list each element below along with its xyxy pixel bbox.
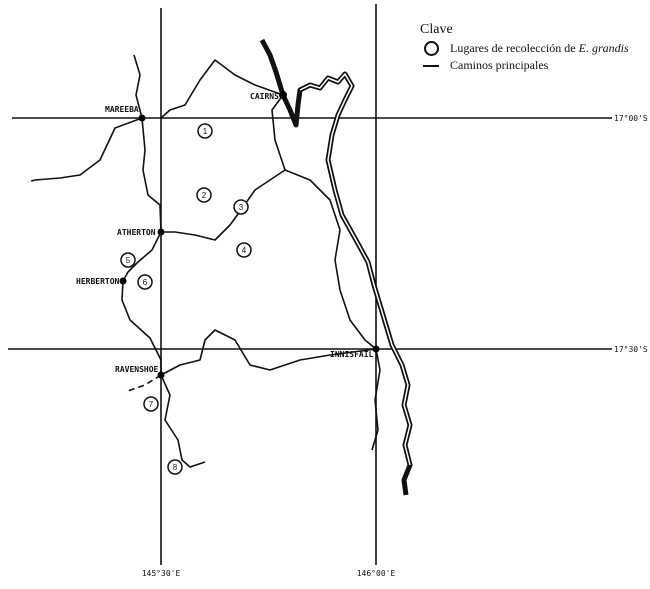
svg-text:RAVENSHOE: RAVENSHOE: [115, 365, 159, 374]
site-label: 7: [149, 400, 154, 409]
svg-text:ATHERTON: ATHERTON: [117, 228, 156, 237]
latitude-label: 17°00'S: [614, 114, 648, 123]
town-mareeba: MAREEBA: [105, 105, 146, 122]
town-atherton: ATHERTON: [117, 228, 165, 237]
legend-item-sites: Lugares de recolección de E. grandis: [420, 40, 629, 57]
longitude-label: 145°30'E: [142, 569, 181, 578]
svg-text:HERBERTON: HERBERTON: [76, 277, 120, 286]
site-label: 8: [173, 463, 178, 472]
town-ravenshoe: RAVENSHOE: [115, 365, 165, 379]
coastline: [259, 38, 413, 496]
site-marker: [167, 459, 183, 475]
collection-sites: [120, 123, 252, 475]
site-marker: [233, 199, 249, 215]
site-label: 4: [242, 246, 247, 255]
legend-item-roads: Caminos principales: [420, 57, 629, 74]
town-herberton: HERBERTON: [76, 277, 127, 286]
site-label: 3: [239, 203, 244, 212]
latitude-label: 17°30'S: [614, 345, 648, 354]
town-cairns: CAIRNS: [250, 91, 287, 101]
site-marker: [137, 274, 153, 290]
circle-icon: [423, 41, 439, 56]
site-marker: [236, 242, 252, 258]
svg-text:MAREEBA: MAREEBA: [105, 105, 139, 114]
line-icon: [423, 64, 439, 67]
site-marker: [196, 187, 212, 203]
site-label: 1: [203, 127, 208, 136]
legend: Clave Lugares de recolección de E. grand…: [420, 22, 629, 74]
site-label: 5: [126, 256, 131, 265]
site-marker: [197, 123, 213, 139]
site-marker: [120, 252, 136, 268]
roads: [27, 54, 381, 468]
site-label: 2: [202, 191, 207, 200]
longitude-label: 146°00'E: [357, 569, 396, 578]
site-label: 6: [143, 278, 148, 287]
legend-title: Clave: [420, 22, 453, 37]
town-innisfail: INNISFAIL: [330, 345, 380, 359]
svg-text:CAIRNS: CAIRNS: [250, 92, 279, 101]
svg-text:INNISFAIL: INNISFAIL: [330, 350, 374, 359]
site-marker: [143, 396, 159, 412]
